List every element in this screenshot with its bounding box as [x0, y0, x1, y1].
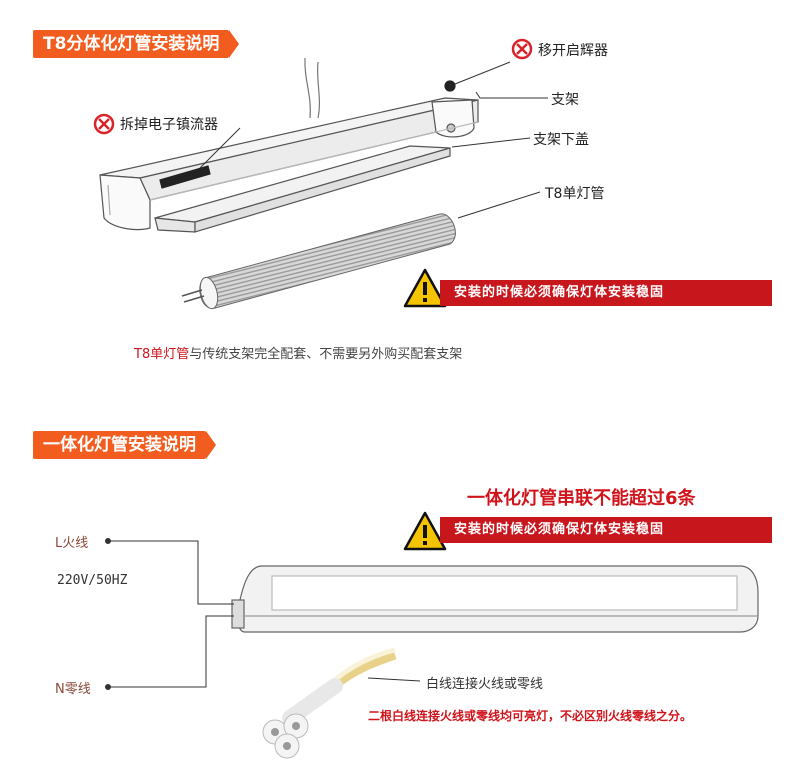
bracket-fixture [99, 57, 479, 231]
connector-cable [262, 647, 397, 759]
label-bracket-cover: 支架下盖 [533, 132, 589, 148]
forbidden-icon [93, 113, 115, 135]
neutral-wire-label: N零线 [55, 682, 91, 697]
header-notch [206, 431, 216, 459]
white-wire-label: 白线连接火线或零线 [426, 677, 544, 692]
integrated-tube-drawing [231, 565, 759, 633]
section1-note: T8单灯管与传统支架完全配套、不需要另外购买配套支架 [134, 343, 462, 362]
note-red-part: T8单灯管 [134, 347, 190, 362]
section1-header-text: T8分体化灯管安装说明 [43, 34, 220, 54]
label-remove-ballast: 拆掉电子镇流器 [120, 117, 218, 133]
label-bracket: 支架 [551, 92, 579, 108]
section1-header: T8分体化灯管安装说明 [33, 30, 240, 58]
series-limit-text: 一体化灯管串联不能超过6条 [467, 488, 696, 509]
forbidden-icon [511, 38, 533, 60]
header-notch [229, 30, 240, 58]
t8-tube-drawing [181, 213, 456, 310]
bracket-cover [154, 145, 451, 233]
label-t8-tube: T8单灯管 [545, 186, 605, 202]
section1-warning: 安装的时候必须确保灯体安装稳固 [440, 280, 772, 306]
warning-triangle-icon [403, 268, 447, 308]
label-remove-starter: 移开启辉器 [538, 43, 608, 59]
voltage-label: 220V/50HZ [57, 573, 128, 588]
section2-header: 一体化灯管安装说明 [33, 431, 216, 459]
note-rest-part: 与传统支架完全配套、不需要另外购买配套支架 [189, 347, 463, 362]
section2-warning: 安装的时候必须确保灯体安装稳固 [440, 517, 772, 543]
callout-lines [199, 61, 548, 219]
warning-triangle-icon [403, 511, 447, 551]
wiring-lines [105, 538, 421, 690]
live-wire-label: L火线 [55, 536, 89, 551]
section2-header-text: 一体化灯管安装说明 [43, 435, 196, 455]
bottom-note: 二根白线连接火线或零线均可亮灯，不必区别火线零线之分。 [368, 709, 693, 723]
